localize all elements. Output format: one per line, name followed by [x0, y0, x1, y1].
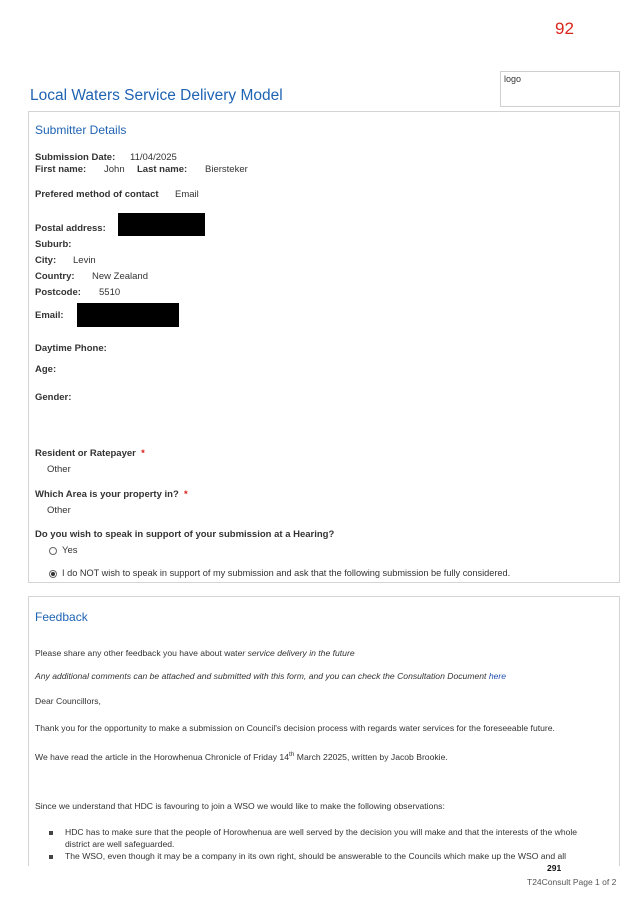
hearing-yes-radio[interactable]	[49, 547, 57, 555]
contact-method-label: Prefered method of contact	[35, 189, 159, 200]
daytime-phone-label: Daytime Phone:	[35, 343, 107, 354]
bullet-2-line-1: The WSO, even though it may be a company…	[65, 851, 567, 861]
resident-value: Other	[47, 464, 71, 475]
feedback-prompt: Please share any other feedback you have…	[35, 648, 355, 658]
feedback-prompt-plain: Please share any other feedback you have…	[35, 648, 238, 658]
email-redaction	[77, 303, 179, 327]
postal-address-label: Postal address:	[35, 223, 106, 234]
country-label: Country:	[35, 271, 75, 282]
gender-label: Gender:	[35, 392, 72, 403]
bullet-marker	[49, 831, 53, 835]
submission-date-label: Submission Date:	[35, 152, 116, 163]
country-value: New Zealand	[92, 271, 148, 282]
attachments-note: Any additional comments can be attached …	[35, 671, 506, 681]
hearing-yes-label: Yes	[62, 545, 78, 556]
postal-address-redaction	[118, 213, 205, 236]
bullet-1-line-2: district are well safeguarded.	[65, 839, 175, 849]
suburb-label: Suburb:	[35, 239, 72, 250]
feedback-heading: Feedback	[35, 610, 88, 624]
required-marker: *	[184, 489, 188, 500]
postcode-label: Postcode:	[35, 287, 81, 298]
attachments-note-text: Any additional comments can be attached …	[35, 671, 489, 681]
age-label: Age:	[35, 364, 57, 375]
paragraph-article: We have read the article in the Horowhen…	[35, 751, 448, 762]
bullet-1-line-1: HDC has to make sure that the people of …	[65, 827, 578, 837]
paragraph-article-start: We have read the article in the Horowhen…	[35, 751, 289, 762]
hearing-question: Do you wish to speak in support of your …	[35, 529, 335, 540]
page-number: 92	[555, 19, 574, 38]
last-name-value: Biersteker	[205, 164, 248, 175]
email-label: Email:	[35, 310, 64, 321]
area-value: Other	[47, 505, 71, 516]
logo-label: logo	[504, 74, 522, 84]
area-label: Which Area is your property in? *	[35, 489, 188, 500]
required-marker: *	[141, 448, 145, 459]
last-name-label: Last name:	[137, 164, 188, 175]
submitter-details-panel: Submitter Details Submission Date: 11/04…	[28, 111, 620, 583]
area-label-text: Which Area is your property in?	[35, 489, 179, 500]
salutation: Dear Councillors,	[35, 696, 101, 706]
document-number: 291	[547, 863, 562, 873]
paragraph-thanks: Thank you for the opportunity to make a …	[35, 723, 555, 733]
resident-label: Resident or Ratepayer *	[35, 448, 145, 459]
paragraph-observations: Since we understand that HDC is favourin…	[35, 801, 445, 811]
bullet-marker	[49, 855, 53, 859]
city-label: City:	[35, 255, 57, 266]
feedback-panel: Feedback Please share any other feedback…	[28, 596, 620, 866]
paragraph-article-end: March 22025, written by Jacob Brookie.	[294, 751, 448, 762]
postcode-value: 5510	[99, 287, 121, 298]
paragraph-article-sup: th	[288, 751, 295, 758]
first-name-label: First name:	[35, 164, 87, 175]
hearing-no-radio[interactable]	[49, 570, 57, 578]
submitter-details-heading: Submitter Details	[35, 123, 127, 137]
city-value: Levin	[73, 255, 96, 266]
footer-page-label: T24Consult Page 1 of 2	[527, 877, 617, 887]
hearing-no-label: I do NOT wish to speak in support of my …	[62, 568, 511, 578]
first-name-value: John	[104, 164, 125, 175]
resident-label-text: Resident or Ratepayer	[35, 448, 136, 459]
feedback-prompt-italic: er service delivery in the future	[237, 648, 355, 658]
consultation-document-link[interactable]: here	[488, 671, 507, 681]
page-title: Local Waters Service Delivery Model	[30, 87, 283, 104]
logo-placeholder: logo	[500, 71, 620, 107]
contact-method-value: Email	[175, 189, 199, 200]
submission-date-value: 11/04/2025	[130, 152, 177, 163]
